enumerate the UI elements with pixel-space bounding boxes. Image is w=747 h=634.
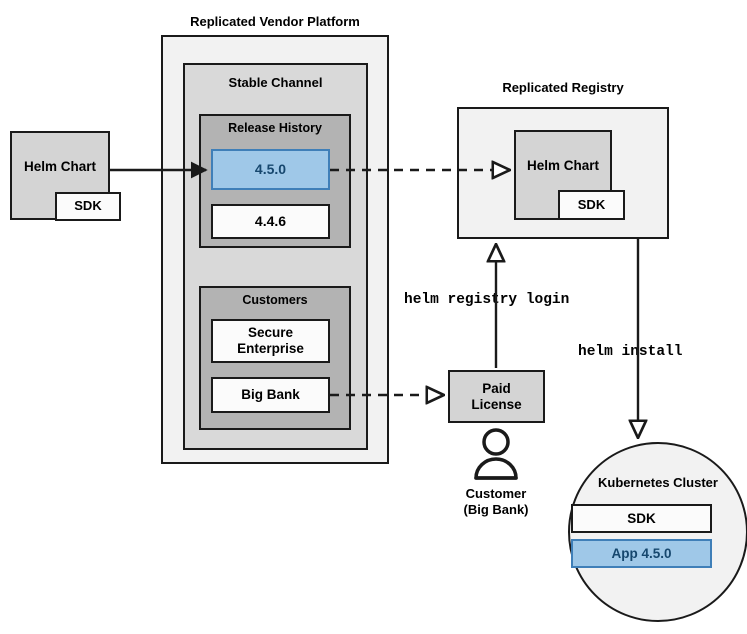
customers-title: Customers	[242, 293, 308, 307]
cluster-app-box[interactable]: App 4.5.0	[571, 539, 712, 568]
customer-actor-line2: (Big Bank)	[463, 502, 529, 518]
release-version-4-5-0[interactable]: 4.5.0	[211, 149, 330, 190]
vendor-platform-title: Replicated Vendor Platform	[190, 14, 360, 29]
stable-channel-title: Stable Channel	[228, 75, 323, 90]
registry-helm-chart-label: Helm Chart	[526, 158, 599, 174]
person-icon	[474, 428, 518, 480]
registry-title: Replicated Registry	[502, 80, 624, 95]
command-helm-install: helm install	[578, 344, 683, 360]
kubernetes-cluster-title: Kubernetes Cluster	[598, 475, 718, 490]
source-helm-chart-sdk[interactable]: SDK	[55, 192, 121, 221]
command-helm-registry-login: helm registry login	[404, 292, 570, 308]
paid-license-line2: License	[471, 396, 522, 412]
customer-secure-enterprise[interactable]: Secure Enterprise	[211, 319, 330, 363]
paid-license-box[interactable]: Paid License	[448, 370, 545, 423]
source-helm-chart-label: Helm Chart	[23, 158, 96, 174]
customer-secure-enterprise-label: Secure Enterprise	[237, 325, 304, 356]
cluster-sdk-box[interactable]: SDK	[571, 504, 712, 533]
release-history-title: Release History	[228, 121, 322, 135]
release-version-4-4-6[interactable]: 4.4.6	[211, 204, 330, 239]
paid-license-line1: Paid	[482, 380, 511, 396]
customer-big-bank[interactable]: Big Bank	[211, 377, 330, 413]
customer-actor-caption: Customer (Big Bank)	[421, 486, 571, 519]
registry-helm-chart-sdk[interactable]: SDK	[558, 190, 625, 220]
customer-actor-line1: Customer	[465, 486, 527, 501]
